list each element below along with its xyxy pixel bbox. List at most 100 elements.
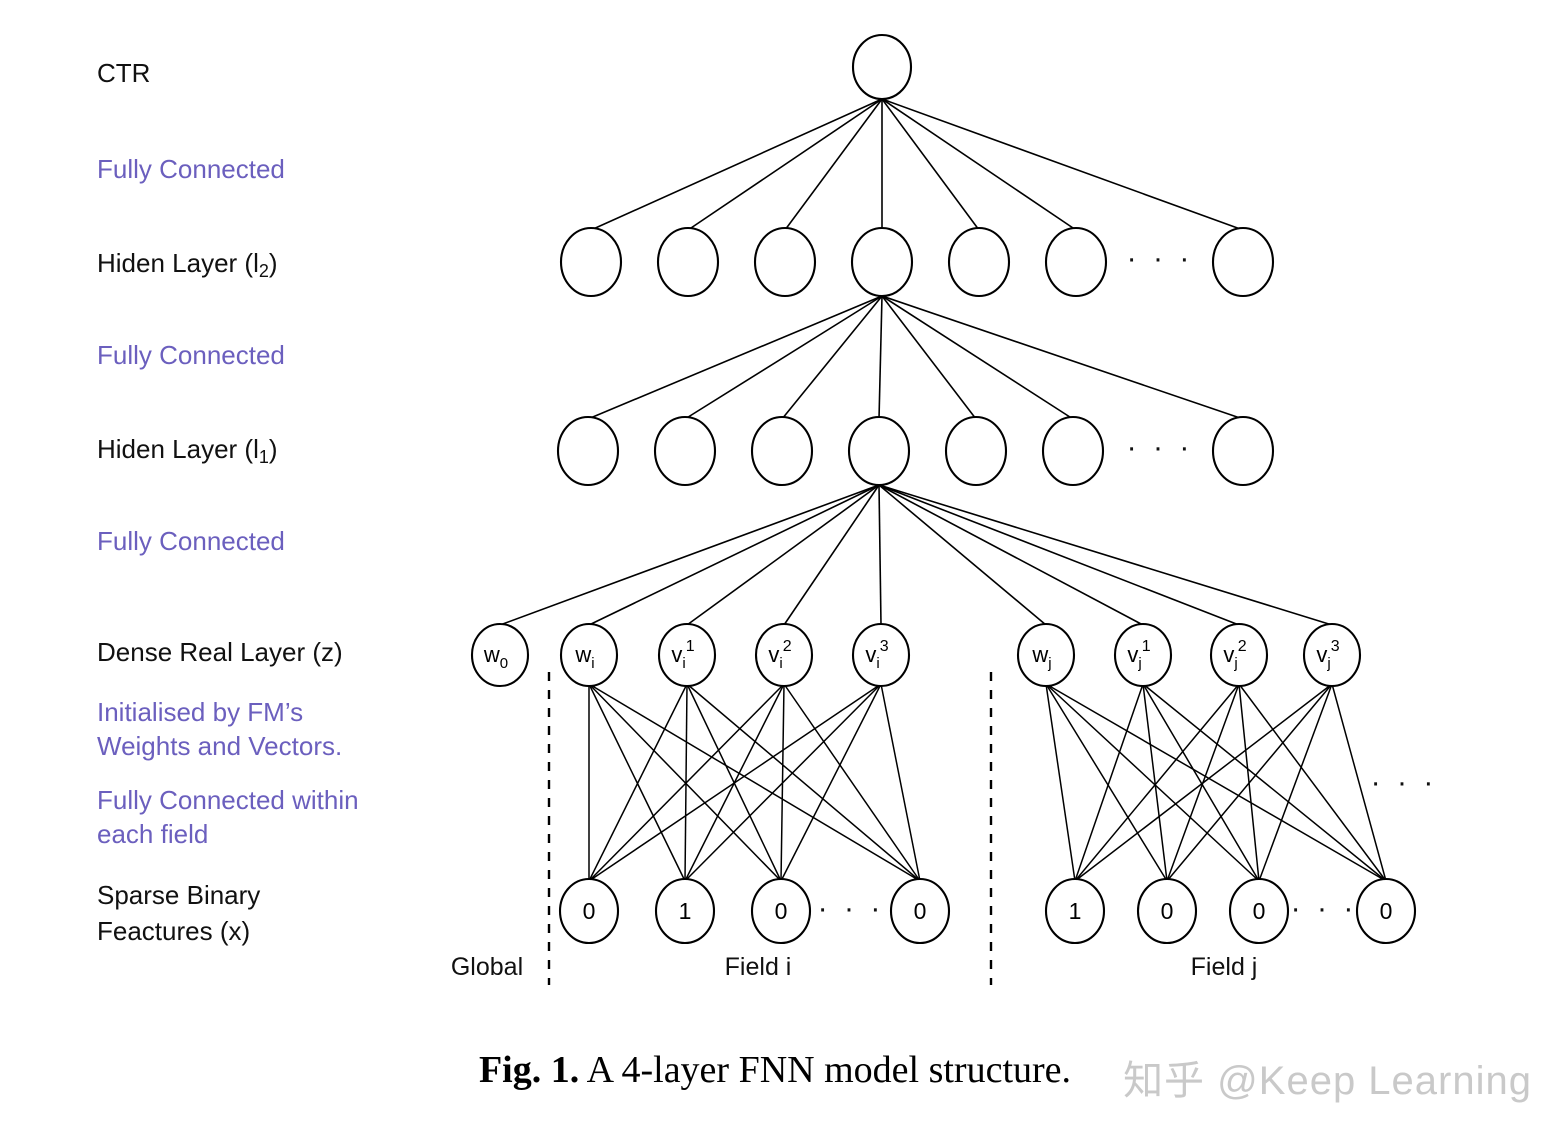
node-sparse-0 [558, 877, 620, 945]
connection-line [1045, 683, 1387, 882]
connection-line [1142, 683, 1168, 882]
ellipsis-marks: · · ·· · ·· · ·· · ·· · · [818, 242, 1438, 925]
connection-line [1258, 683, 1333, 882]
label-fully-connected-3: Fully Connected [97, 154, 285, 184]
node-dense-wi-label: wi [574, 642, 594, 672]
figure-caption: Fig. 1. A 4-layer FNN model structure. [0, 1048, 1550, 1092]
connection-line [1142, 683, 1260, 882]
ellipsis-dense-fields: · · · [1371, 766, 1438, 799]
connection-line [1045, 683, 1076, 882]
node-dense-vi2 [754, 622, 814, 688]
node-hidden1-1 [653, 415, 717, 487]
connection-line [780, 683, 882, 882]
node-hidden2-3 [850, 226, 914, 298]
node-sparse-0-value: 0 [583, 898, 596, 924]
figure-caption-text: A 4-layer FNN model structure. [579, 1049, 1072, 1091]
connection-line [1074, 683, 1240, 882]
node-hidden1-3 [847, 415, 911, 487]
node-sparse-6 [1228, 877, 1290, 945]
node-hidden2-2 [753, 226, 817, 298]
node-sparse-1-value: 1 [679, 898, 692, 924]
edges-hidden2-to-hidden1 [587, 295, 1244, 420]
connection-line [1045, 683, 1168, 882]
node-hidden1-2 [750, 415, 814, 487]
label-fc-within-field-line2: each field [97, 819, 208, 849]
connection-line [588, 683, 921, 882]
connection-line [1331, 683, 1387, 882]
node-sparse-6-value: 0 [1253, 898, 1266, 924]
connection-line [878, 484, 1047, 626]
edges-output-to-hidden2 [590, 98, 1244, 231]
node-sparse-1 [654, 877, 716, 945]
group-label-global: Global [451, 953, 523, 981]
connection-line [881, 295, 1074, 420]
node-sparse-4 [1044, 877, 1106, 945]
connection-line [881, 295, 977, 420]
connection-line [881, 98, 980, 231]
connection-line [687, 98, 883, 231]
output-layer-nodes [851, 33, 913, 101]
connection-line [587, 295, 883, 420]
node-dense-vj2-label: vj2 [1223, 638, 1246, 672]
connection-line [781, 295, 883, 420]
label-initialised-fm-line1: Initialised by FM’s [97, 697, 303, 727]
node-sparse-3-value: 0 [914, 898, 927, 924]
connection-line [1142, 683, 1387, 882]
connection-line [588, 683, 882, 882]
node-dense-wi [559, 622, 619, 688]
connection-line [878, 484, 1144, 626]
connection-line [1045, 683, 1260, 882]
layer-label-column: CTR Fully Connected Hiden Layer (l2) Ful… [97, 58, 359, 946]
node-sparse-5-value: 0 [1161, 898, 1174, 924]
ellipsis-hidden2: · · · [1127, 242, 1194, 275]
node-dense-vj1-label: vj1 [1127, 638, 1150, 672]
node-hidden2-4 [947, 226, 1011, 298]
label-fc-within-field-line1: Fully Connected within [97, 785, 359, 815]
connection-line [881, 98, 1244, 231]
node-sparse-2 [750, 877, 812, 945]
connection-line [1166, 683, 1333, 882]
connection-line [684, 295, 883, 420]
label-dense-real-layer: Dense Real Layer (z) [97, 637, 343, 667]
node-hidden1-0 [556, 415, 620, 487]
label-initialised-fm-line2: Weights and Vectors. [97, 731, 342, 761]
connection-line [881, 295, 1244, 420]
node-dense-vj1 [1113, 622, 1173, 688]
node-dense-vi3-label: vi3 [865, 638, 888, 672]
ellipsis-hidden1: · · · [1127, 431, 1194, 464]
group-label-field-j: Field j [1191, 953, 1258, 981]
sparse-binary-feature-nodes: 0 1 0 0 1 0 0 0 [558, 877, 1417, 945]
connection-line [878, 484, 1333, 626]
node-dense-vj3-label: vj3 [1316, 638, 1339, 672]
field-dividers [547, 672, 993, 985]
node-sparse-5 [1136, 877, 1198, 945]
edges-hidden1-to-dense [499, 484, 1333, 626]
label-fully-connected-2: Fully Connected [97, 340, 285, 370]
group-label-field-i: Field i [725, 953, 792, 981]
node-dense-vj3 [1302, 622, 1362, 688]
node-sparse-7-value: 0 [1380, 898, 1393, 924]
node-hidden1-6 [1211, 415, 1275, 487]
connection-line [878, 484, 882, 626]
node-dense-w0 [470, 622, 530, 688]
node-sparse-4-value: 1 [1069, 898, 1082, 924]
connection-line [1074, 683, 1333, 882]
node-hidden1-4 [944, 415, 1008, 487]
node-dense-vi1-label: vi1 [671, 638, 694, 672]
connection-line [881, 98, 1077, 231]
node-dense-w0-label: w0 [483, 642, 508, 672]
hidden-layer-1-nodes [556, 415, 1275, 487]
connection-line [588, 683, 688, 882]
node-sparse-2-value: 0 [775, 898, 788, 924]
node-hidden2-0 [559, 226, 623, 298]
node-dense-wj-label: wj [1031, 642, 1051, 672]
node-dense-vj2 [1209, 622, 1269, 688]
connection-line [499, 484, 880, 626]
node-hidden2-6 [1211, 226, 1275, 298]
node-dense-vi3 [851, 622, 911, 688]
connection-line [1074, 683, 1144, 882]
label-ctr: CTR [97, 58, 150, 88]
